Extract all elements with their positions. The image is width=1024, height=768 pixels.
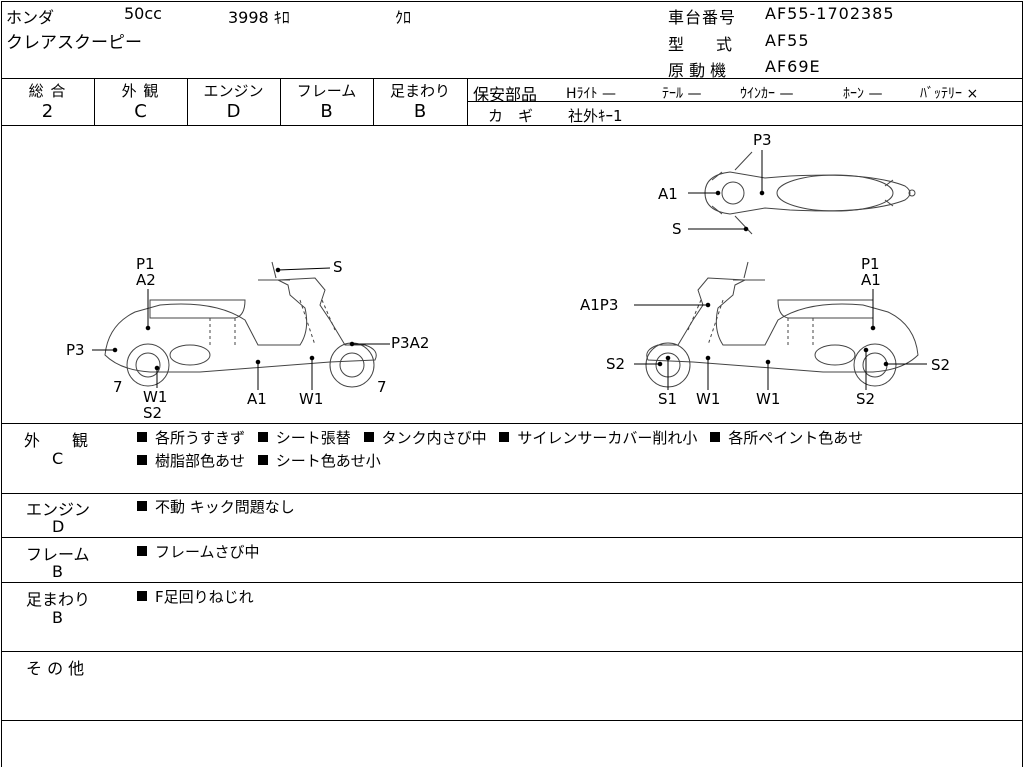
label-left-a1: A1 — [247, 390, 267, 408]
scooter-right-view — [645, 261, 919, 388]
safety-horn: ﾎｰﾝ — — [843, 86, 883, 102]
grade-sep-4 — [373, 78, 374, 125]
label-left-s: S — [333, 258, 343, 276]
remark-exterior-line-2: 樹脂部色あせ シート色あせ小 — [137, 450, 381, 471]
frame-no: AF55-1702385 — [765, 4, 895, 23]
remark-item: 樹脂部色あせ — [155, 452, 246, 470]
mileage: 3998 ｷﾛ — [228, 8, 290, 27]
label-left-w1: W1 — [299, 390, 324, 408]
frame-left — [1, 1, 2, 767]
label-right-s2-bottom: S2 — [856, 390, 876, 408]
grade-overall-value: 2 — [41, 101, 54, 122]
remark-engine-line-1: 不動 キック問題なし — [137, 496, 295, 517]
remark-item: サイレンサーカバー削れ小 — [517, 429, 698, 447]
label-top-p3: P3 — [753, 131, 772, 149]
grade-sep-1 — [94, 78, 95, 125]
label-left-7b: 7 — [377, 378, 387, 396]
label-left-7a: 7 — [113, 378, 123, 396]
key-label: カ ギ — [488, 107, 534, 125]
label-top-s: S — [672, 220, 682, 238]
frame-no-label: 車台番号 — [668, 8, 737, 27]
label-right-w1b: W1 — [756, 390, 781, 408]
label-top-a1: A1 — [658, 185, 678, 203]
grade-suspension-value: B — [413, 101, 427, 122]
label-right-s2-right: S2 — [931, 356, 951, 374]
engine-label: 原 動 機 — [668, 61, 727, 80]
grade-table-bottom — [1, 125, 1023, 126]
remark-item: F足回りねじれ — [155, 588, 254, 606]
remark-item: シート色あせ小 — [275, 452, 381, 470]
remark-item: タンク内さび中 — [381, 429, 487, 447]
frame-top — [1, 1, 1023, 2]
color: ｸﾛ — [395, 8, 412, 27]
grade-overall-label: 総 合 — [28, 82, 67, 100]
remark-item: シート張替 — [275, 429, 351, 447]
grade-suspension-label: 足まわり — [389, 82, 450, 100]
label-left-p3: P3 — [66, 341, 85, 359]
remark-engine-grade: D — [52, 517, 65, 536]
label-left-w1s2: W1 S2 — [143, 388, 168, 422]
remark-exterior-line-1: 各所うすきず シート張替 タンク内さび中 サイレンサーカバー削れ小 各所ペイント… — [137, 427, 863, 448]
displacement: 50cc — [124, 4, 162, 23]
scooter-top-view — [704, 151, 916, 235]
safety-winker: ｳｲﾝｶｰ — — [740, 86, 794, 102]
scooter-left-view — [104, 261, 377, 388]
remark-suspension-grade: B — [52, 608, 63, 627]
remarks-sep-1 — [1, 493, 1023, 494]
remark-suspension-label: 足まわり — [26, 590, 91, 609]
grade-sep-2 — [187, 78, 188, 125]
remark-item: 不動 キック問題なし — [155, 498, 295, 516]
label-left-p1a2: P1 A2 — [136, 255, 156, 289]
remark-suspension-line-1: F足回りねじれ — [137, 586, 254, 607]
frame-right — [1022, 1, 1023, 767]
remarks-sep-4 — [1, 651, 1023, 652]
grade-engine-value: D — [226, 101, 241, 122]
grade-table-top — [1, 78, 1023, 79]
safety-divider — [467, 101, 1023, 102]
remarks-top — [1, 423, 1023, 424]
safety-label: 保安部品 — [473, 85, 538, 104]
remarks-bottom — [1, 720, 1023, 721]
remark-frame-label: フレーム — [26, 545, 90, 564]
grade-exterior-label: 外 観 — [121, 82, 160, 100]
remark-frame-grade: B — [52, 562, 63, 581]
remarks-sep-3 — [1, 582, 1023, 583]
grade-frame-value: B — [320, 101, 333, 122]
remark-item: 各所ペイント色あせ — [728, 429, 864, 447]
safety-headlight: Hﾗｲﾄ — — [566, 86, 616, 102]
grade-sep-3 — [280, 78, 281, 125]
grade-frame-label: フレーム — [296, 82, 357, 100]
label-right-s1: S1 — [658, 390, 678, 408]
safety-battery: ﾊﾞｯﾃﾘｰ × — [920, 86, 979, 102]
remark-item: 各所うすきず — [155, 429, 246, 447]
key-value: 社外ｷｰ1 — [568, 107, 623, 125]
label-right-p1a1: P1 A1 — [861, 255, 881, 289]
grade-sep-5 — [467, 78, 468, 125]
label-right-a1p3: A1P3 — [580, 296, 619, 314]
damage-diagram — [92, 150, 927, 390]
maker: ホンダ — [6, 8, 55, 27]
label-left-p3a2: P3A2 — [391, 334, 430, 352]
remark-other-label: そ の 他 — [26, 659, 85, 678]
remark-exterior-grade: C — [52, 449, 64, 468]
label-right-s2-left: S2 — [606, 355, 626, 373]
remark-frame-line-1: フレームさび中 — [137, 541, 260, 562]
grade-engine-label: エンジン — [203, 82, 264, 100]
remarks-sep-2 — [1, 537, 1023, 538]
remark-engine-label: エンジン — [26, 500, 91, 519]
remark-exterior-label: 外 観 — [24, 431, 89, 450]
type-label: 型 式 — [668, 35, 733, 54]
engine-value: AF69E — [765, 57, 821, 76]
safety-tail: ﾃｰﾙ — — [662, 86, 702, 102]
label-right-w1a: W1 — [696, 390, 721, 408]
remark-item: フレームさび中 — [155, 543, 260, 561]
type-value: AF55 — [765, 31, 810, 50]
model-name: クレアスクーピー — [6, 33, 142, 53]
grade-exterior-value: C — [134, 101, 147, 122]
